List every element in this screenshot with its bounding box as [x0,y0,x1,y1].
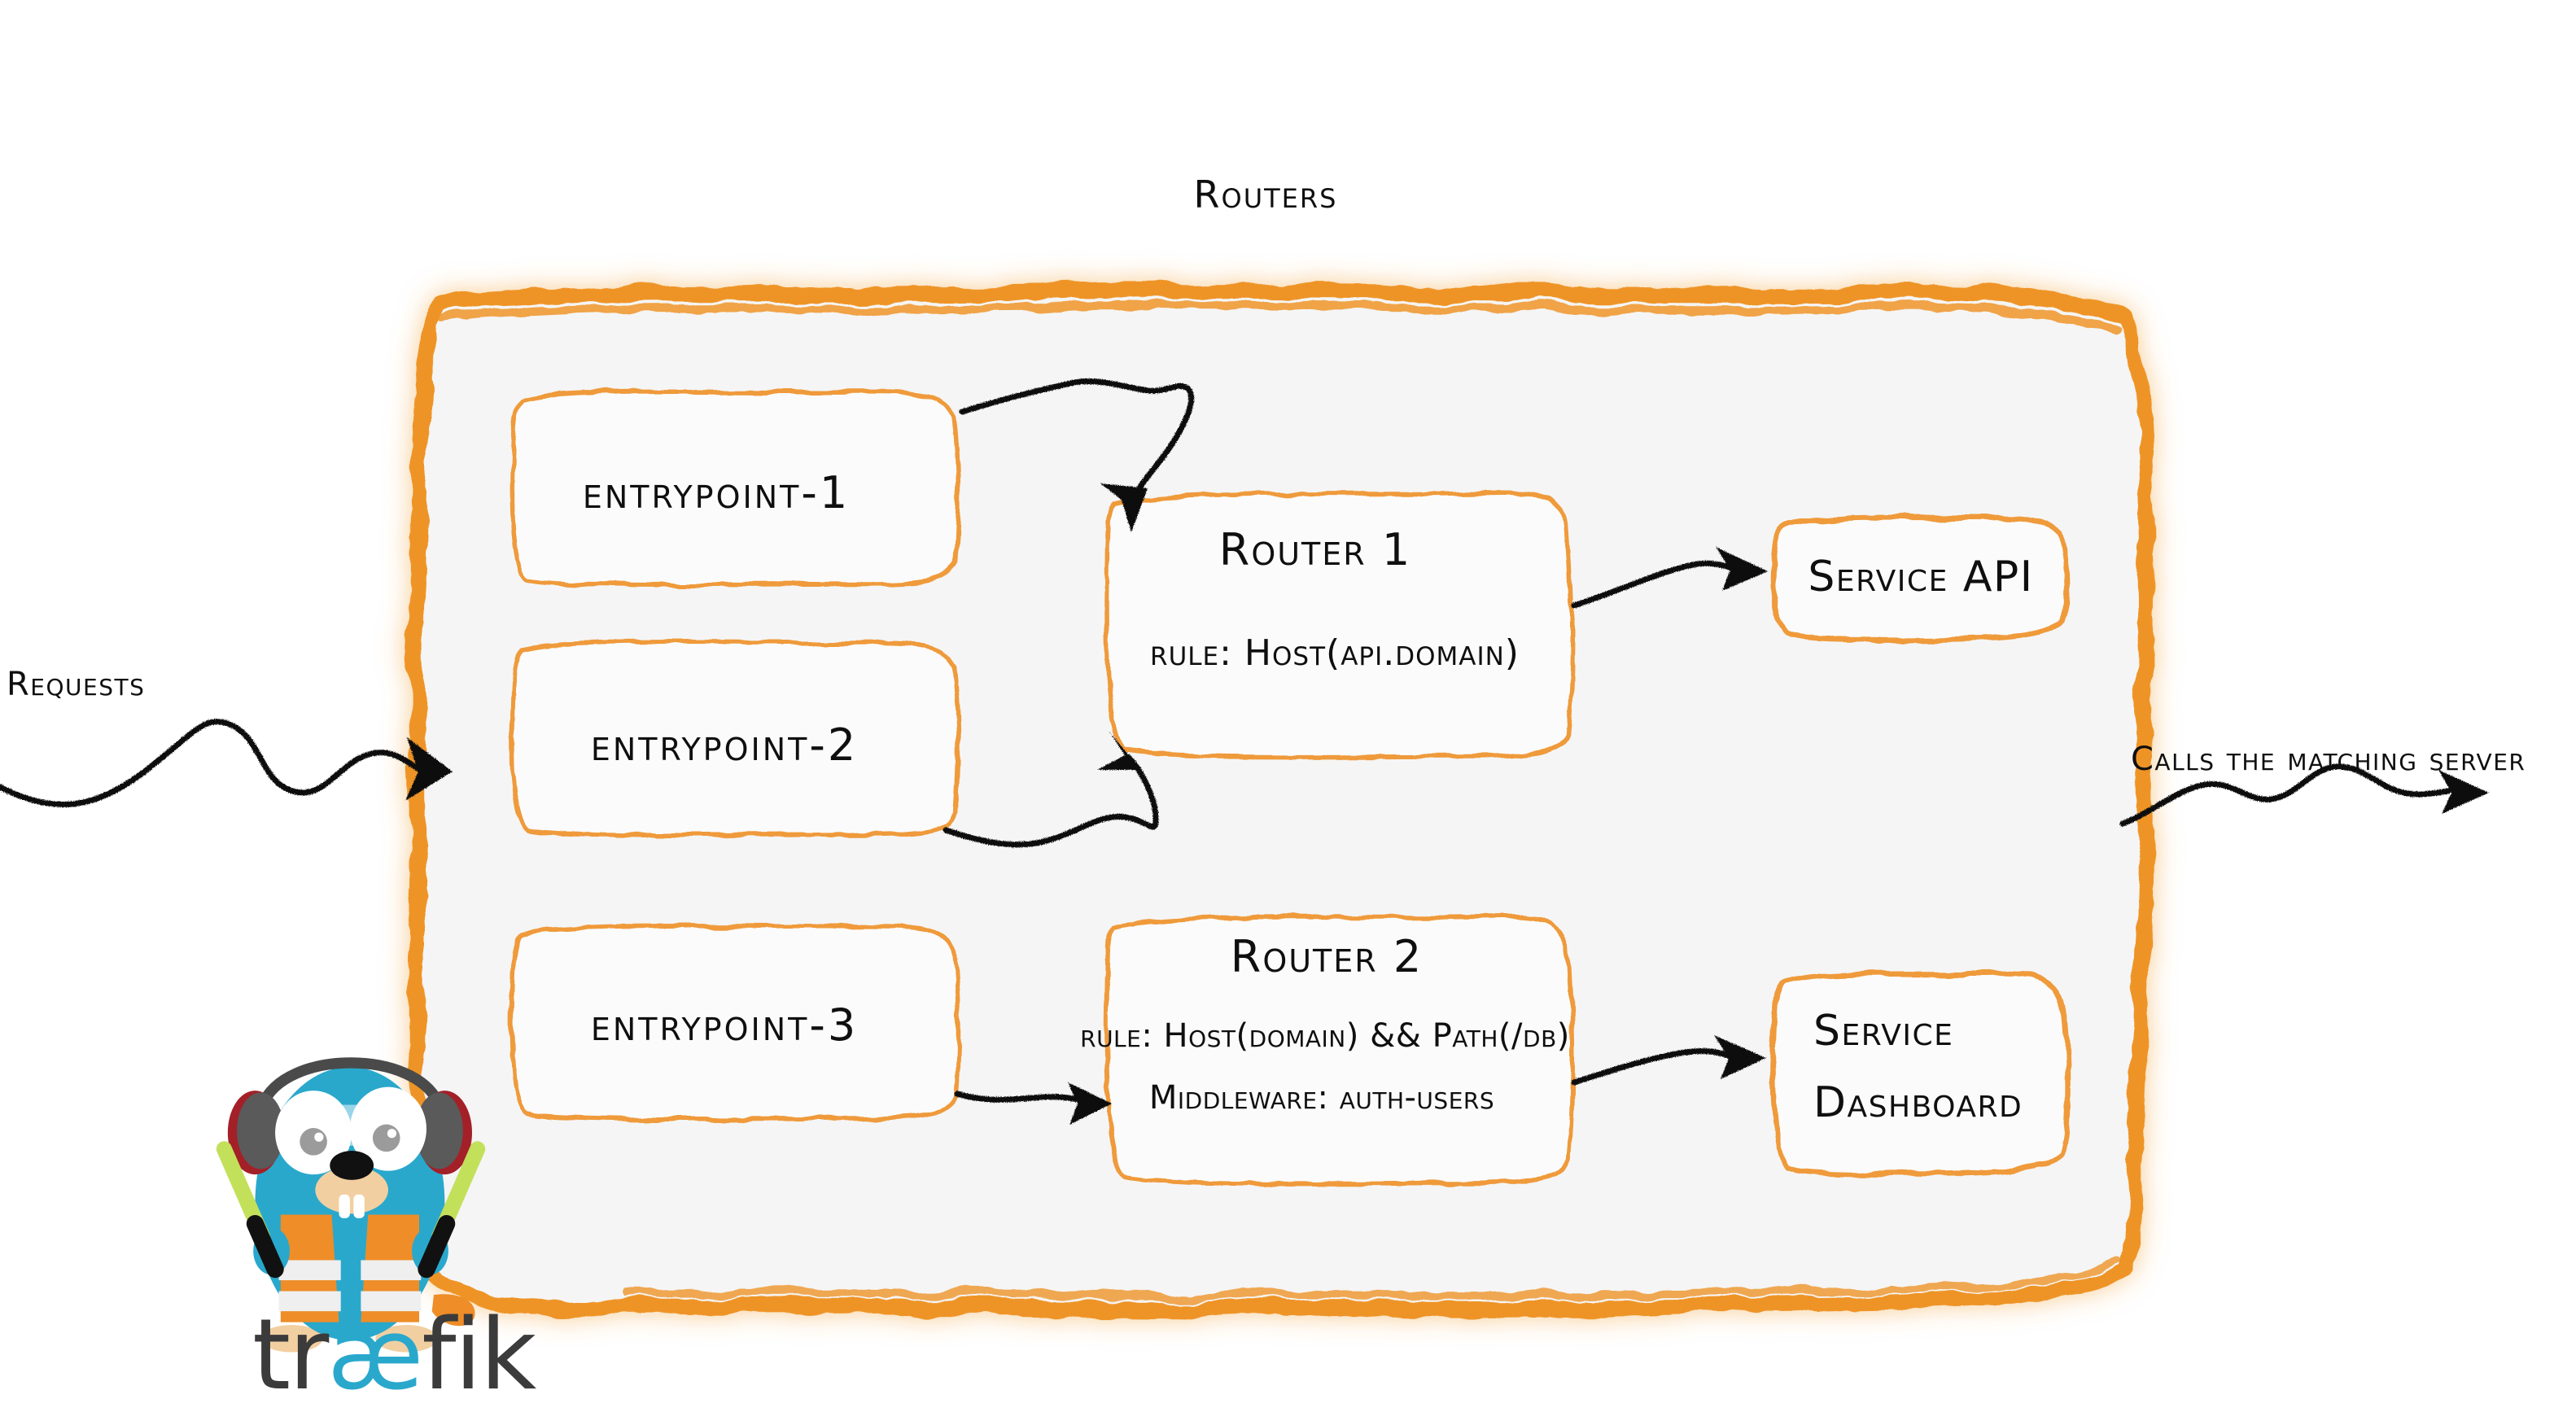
service-label-api: Service API [1808,553,2034,601]
service-box-api[interactable] [1770,514,2070,643]
entrypoint-box-2[interactable] [510,640,961,838]
router-title-2: Router 2 [1230,931,1424,982]
wordmark-part-1: tr [252,1299,329,1412]
arrow-router2-to-service-dashboard [1571,1035,1766,1086]
arrow-requests [0,719,453,807]
router-middleware-2: Middleware: auth-users [1148,1079,1495,1117]
calls-server-label: Calls the matching server [2131,741,2526,778]
service-box-dashboard[interactable] [1770,970,2071,1177]
wordmark-ae-ligature: æ [327,1299,423,1412]
arrow-calls-server [2119,763,2489,827]
entrypoint-label-1: entrypoint-1 [582,467,851,518]
requests-label: Requests [7,666,146,703]
router-rule-2: rule: Host(domain) && Path(/db) [1080,1017,1570,1055]
arrow-ep3-to-router2 [954,1082,1112,1125]
router-box-1[interactable] [1104,491,1575,760]
wordmark-part-2: fik [422,1299,536,1412]
service-label-dashboard-line2: Dashboard [1813,1078,2023,1127]
arrow-router1-to-service-api [1571,547,1768,609]
arrow-ep2-to-router1 [942,731,1159,848]
traefik-wordmark: træfik [252,1299,536,1412]
entrypoint-label-2: entrypoint-2 [590,719,859,771]
service-label-dashboard-line1: Service [1813,1007,1954,1056]
router-title-1: Router 1 [1218,524,1412,575]
entrypoint-label-3: entrypoint-3 [590,999,859,1051]
entrypoint-box-1[interactable] [510,389,961,588]
router-rule-1: rule: Host(api.domain) [1150,632,1520,674]
router-box-2[interactable] [1104,914,1575,1187]
gopher-mascot [216,1057,486,1353]
marshalling-wand-right [418,1141,486,1279]
page-title: Routers [1193,173,1338,216]
entrypoint-box-3[interactable] [510,923,961,1121]
arrow-ep1-to-router1 [959,378,1195,532]
marshalling-wand-left [216,1141,284,1279]
